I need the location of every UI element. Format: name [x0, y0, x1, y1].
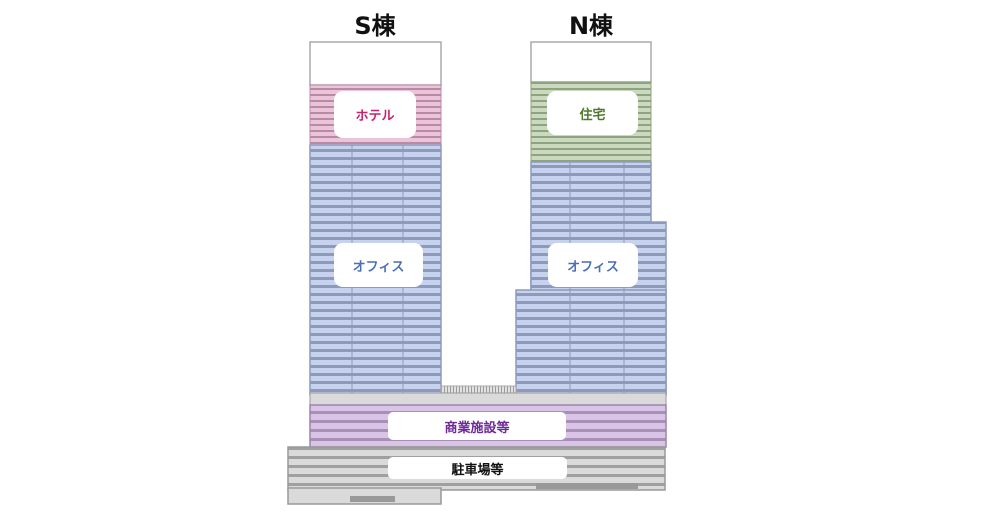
commercial-label: 商業施設等	[388, 412, 566, 440]
residential-label: 住宅	[547, 91, 638, 135]
south-office-label: オフィス	[334, 243, 423, 287]
north-tower-title: N棟	[568, 12, 614, 40]
hotel-label: ホテル	[334, 91, 416, 138]
south-tower-title: S棟	[354, 12, 396, 40]
parking-label: 駐車場等	[388, 457, 567, 479]
north-office-label: オフィス	[548, 243, 638, 287]
